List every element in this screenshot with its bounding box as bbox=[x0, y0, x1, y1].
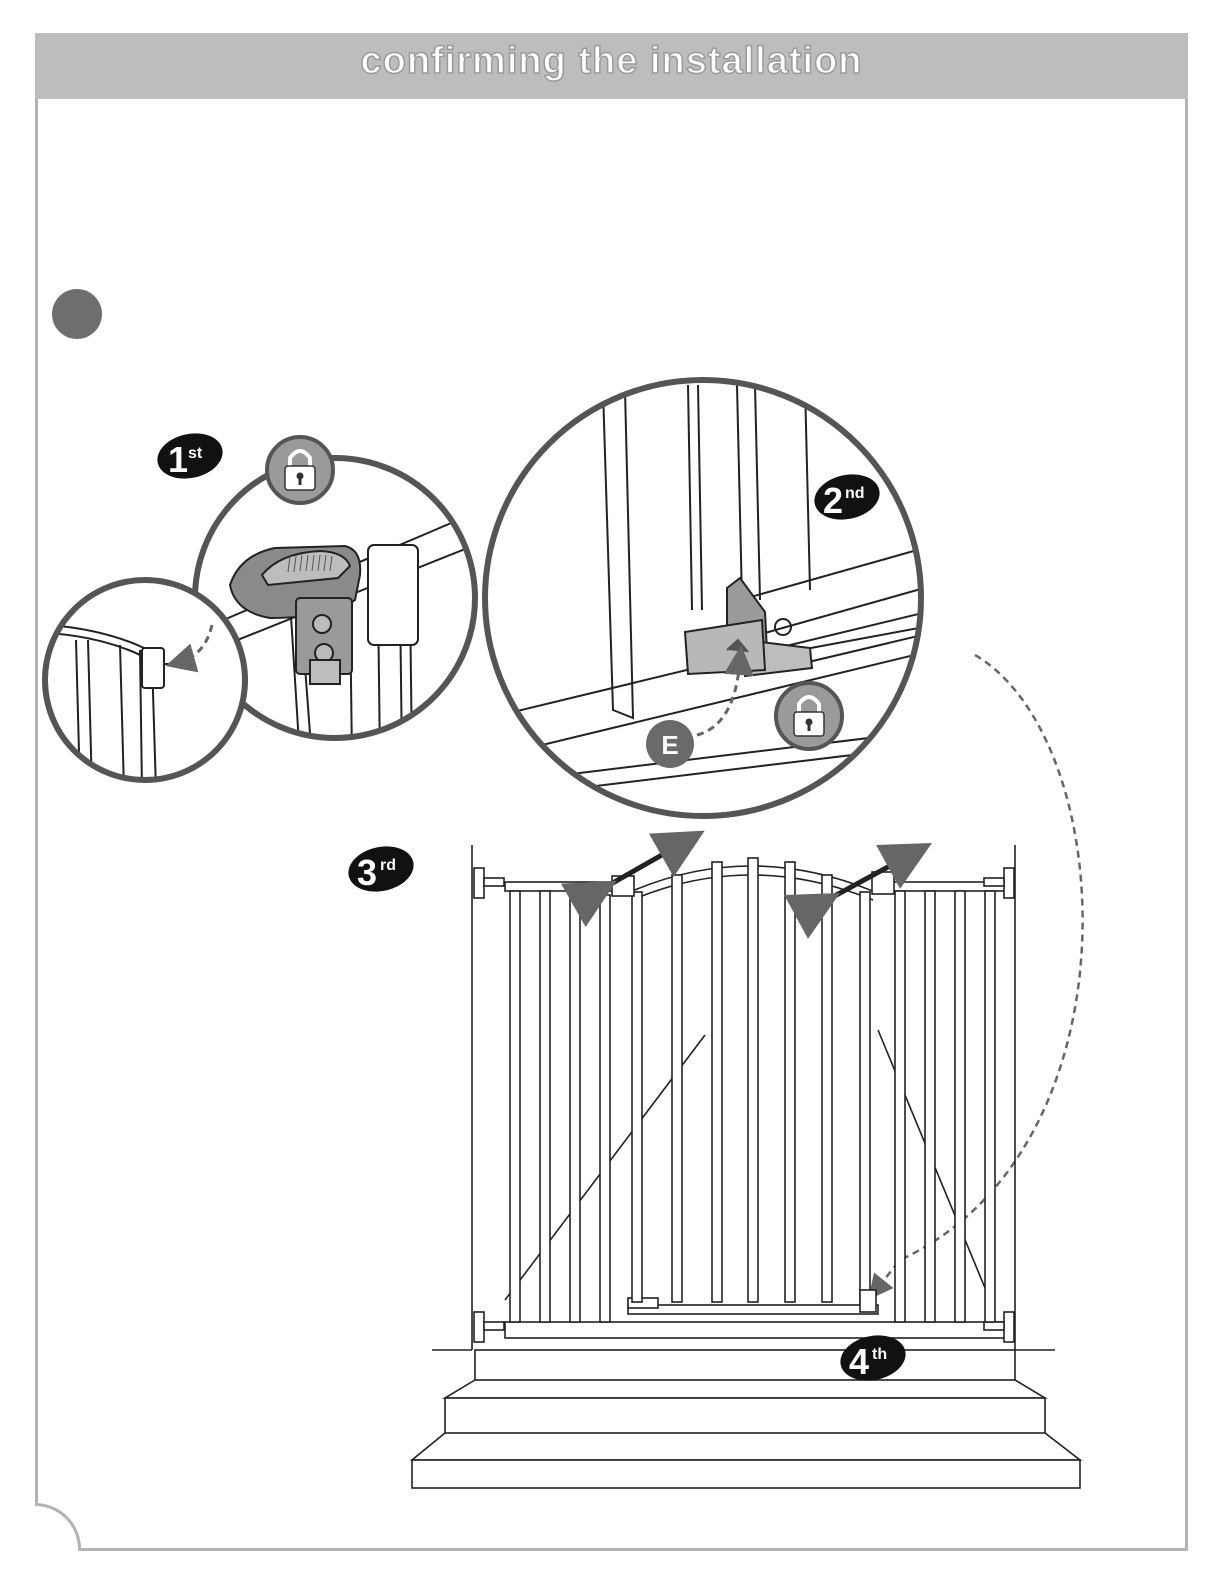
step-4th-suffix: th bbox=[872, 1346, 887, 1363]
step-1st-suffix: st bbox=[188, 445, 203, 462]
step-3rd-number: 3 bbox=[357, 852, 377, 893]
step-2nd-number: 2 bbox=[823, 480, 843, 521]
step-1st-number: 1 bbox=[168, 439, 188, 480]
step-1st-badge: 1 st bbox=[153, 428, 227, 485]
bracket-detail-circle bbox=[480, 380, 935, 816]
step-4th-number: 4 bbox=[849, 1341, 869, 1382]
dashed-connector bbox=[876, 655, 1083, 1290]
gate-illustration bbox=[412, 843, 1080, 1488]
gate-end-detail-circle bbox=[45, 580, 245, 790]
padlock-icon bbox=[267, 437, 333, 503]
padlock-icon bbox=[776, 683, 842, 749]
part-e-label: E bbox=[661, 730, 678, 760]
step-2nd-suffix: nd bbox=[845, 485, 865, 502]
step-3rd-suffix: rd bbox=[380, 857, 396, 874]
step-3rd-badge: 3 rd bbox=[344, 841, 418, 898]
part-e-badge: E bbox=[646, 720, 694, 768]
